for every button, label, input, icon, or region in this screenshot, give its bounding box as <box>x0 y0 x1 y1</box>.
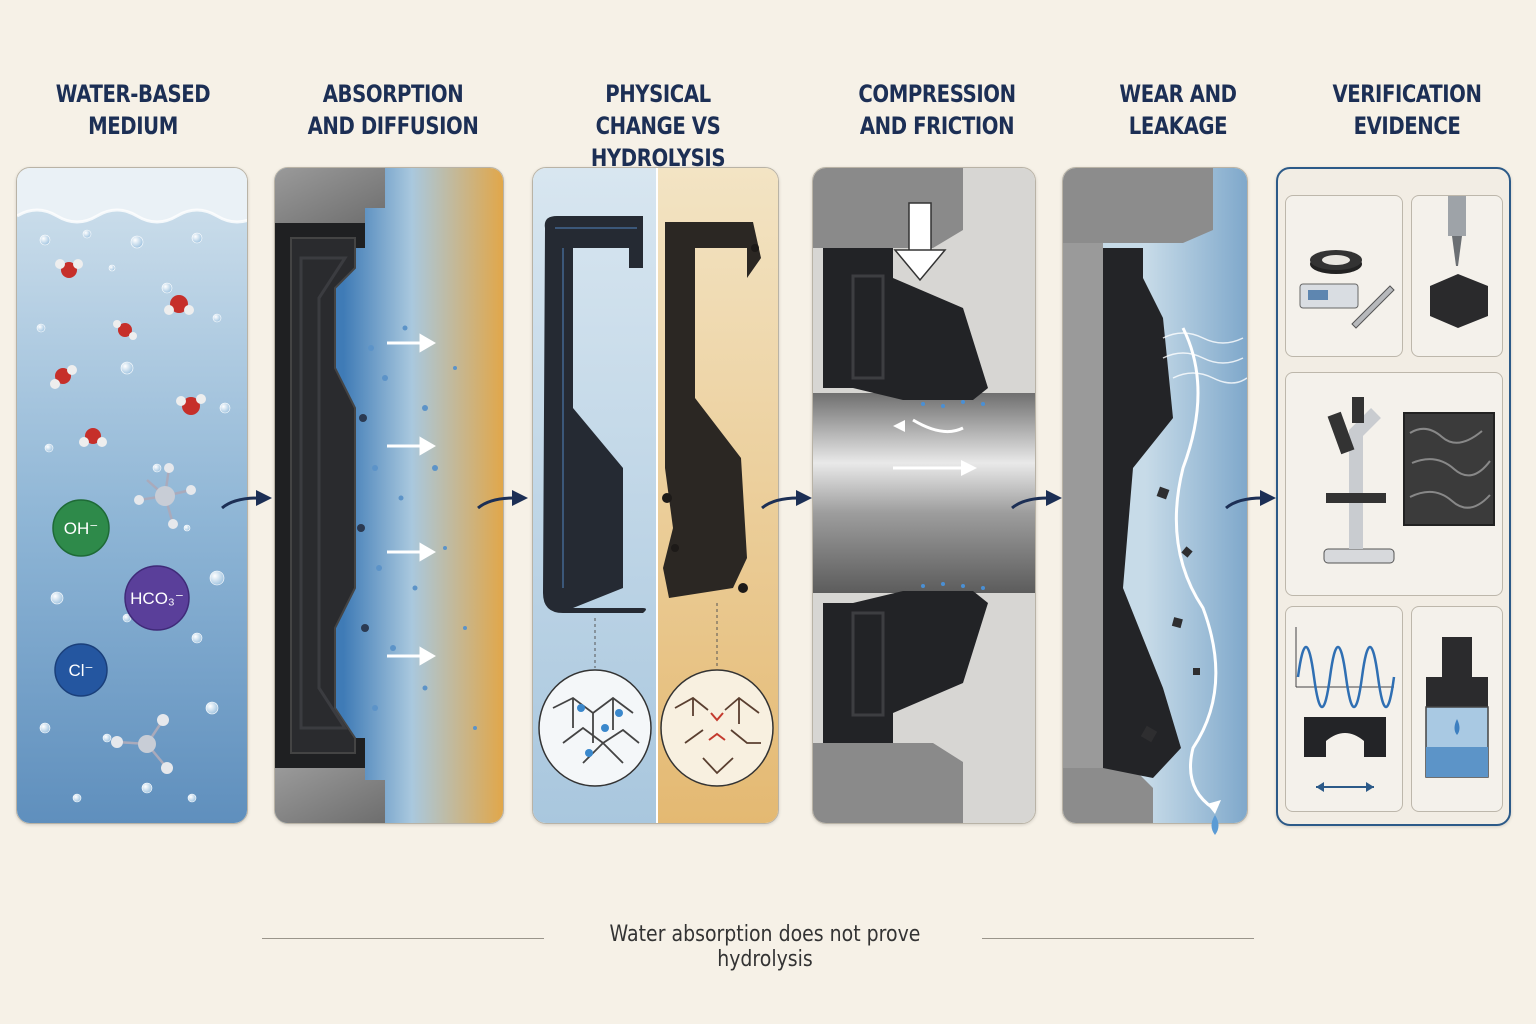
panel-compression-friction <box>812 167 1036 824</box>
stage-title-verification: VERIFICATION EVIDENCE <box>1332 80 1482 140</box>
flow-arrow-4 <box>1008 478 1068 522</box>
stage-title-absorption: ABSORPTION AND DIFFUSION <box>307 80 479 140</box>
water-molecules <box>50 259 206 447</box>
network-intact-icon <box>538 669 652 787</box>
panel-wear-leakage <box>1062 167 1248 824</box>
ion-chloride-label: Cl⁻ <box>68 661 93 680</box>
panel-absorption-diffusion <box>274 167 504 824</box>
degraded-seal <box>663 222 761 598</box>
network-broken-icon <box>660 669 774 787</box>
ion-hydroxide-label: OH⁻ <box>64 519 98 538</box>
stage-title-wear-leakage: WEAR AND LEAKAGE <box>1119 80 1237 140</box>
diffusion-arrows <box>387 333 436 666</box>
leak-path <box>1174 327 1218 810</box>
scale-caliper-card <box>1285 195 1403 357</box>
molecule-bent <box>111 714 173 774</box>
caption-rule-left <box>262 938 544 939</box>
panel-water-medium: OH⁻ HCO₃⁻ Cl⁻ <box>16 167 248 824</box>
leak-drop-icon <box>1208 815 1222 835</box>
swollen-seal <box>543 216 646 613</box>
flow-arrow-5 <box>1222 478 1282 522</box>
panel-physical-vs-hydrolysis <box>532 167 779 824</box>
flow-arrow-3 <box>758 478 818 522</box>
diffusion-droplets <box>357 325 477 730</box>
water-bubbles <box>36 229 231 803</box>
sliding-arrow-icon <box>893 460 977 476</box>
immersion-cell-card <box>1411 606 1503 812</box>
caption: Water absorption does not prove hydrolys… <box>609 922 921 972</box>
lower-seal <box>823 591 988 743</box>
worn-seal <box>1073 248 1181 778</box>
flow-arrow-1 <box>218 478 278 522</box>
durometer-card <box>1411 195 1503 357</box>
stage-title-compression: COMPRESSION AND FRICTION <box>858 80 1016 140</box>
ion-bicarbonate-icon: HCO₃⁻ <box>124 565 190 631</box>
ion-chloride-icon: Cl⁻ <box>54 643 108 697</box>
caption-rule-right <box>982 938 1254 939</box>
test-chart-card <box>1285 606 1403 812</box>
stage-title-physical-vs-hydrolysis: PHYSICAL CHANGE VS HYDROLYSIS <box>590 80 726 172</box>
molecule-tetrahedral <box>134 463 196 529</box>
microscope-card <box>1285 372 1503 596</box>
seal-cross-section <box>275 223 365 768</box>
panel-verification-evidence <box>1276 167 1511 826</box>
ion-bicarbonate-label: HCO₃⁻ <box>130 589 184 608</box>
upper-seal <box>823 248 988 400</box>
compression-arrow-icon <box>893 202 947 282</box>
flow-arrow-2 <box>474 478 534 522</box>
stage-title-water-medium: WATER-BASED MEDIUM <box>55 80 211 140</box>
ion-hydroxide-icon: OH⁻ <box>52 499 110 557</box>
